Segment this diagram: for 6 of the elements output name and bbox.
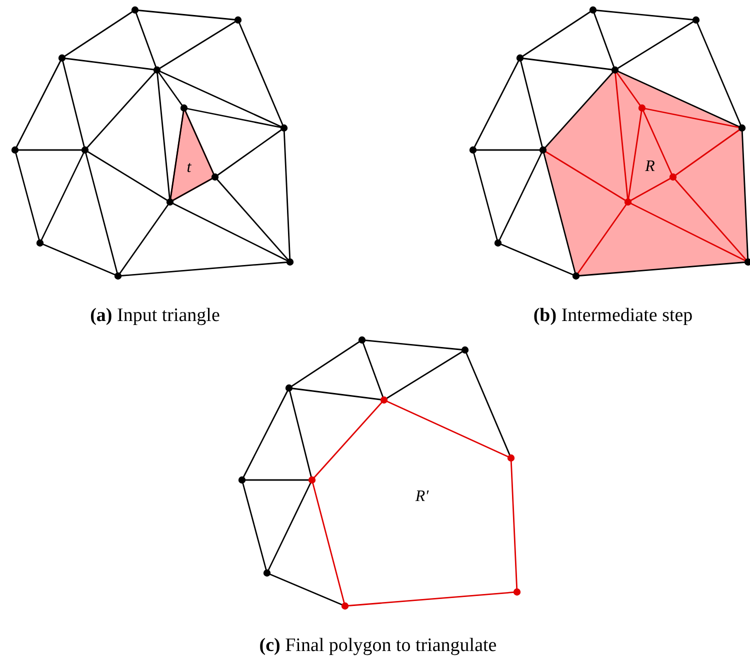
caption: (b) Intermediate step	[533, 305, 693, 327]
region-label: R′	[415, 488, 429, 506]
region-label: R	[645, 158, 655, 176]
caption: (c) Final polygon to triangulate	[259, 635, 497, 657]
caption: (a) Input triangle	[90, 305, 220, 327]
region-label: t	[186, 159, 192, 177]
